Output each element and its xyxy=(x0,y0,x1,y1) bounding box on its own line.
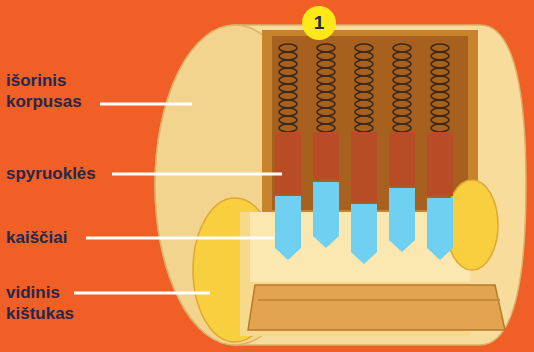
part-label: kaiščiai xyxy=(6,227,67,248)
callout-number: 1 xyxy=(314,12,325,34)
callout-circle: 1 xyxy=(302,6,336,40)
part-label: spyruoklės xyxy=(6,163,96,184)
part-label: išorinis korpusas xyxy=(6,70,94,112)
part-label: vidinis kištukas xyxy=(6,282,94,324)
